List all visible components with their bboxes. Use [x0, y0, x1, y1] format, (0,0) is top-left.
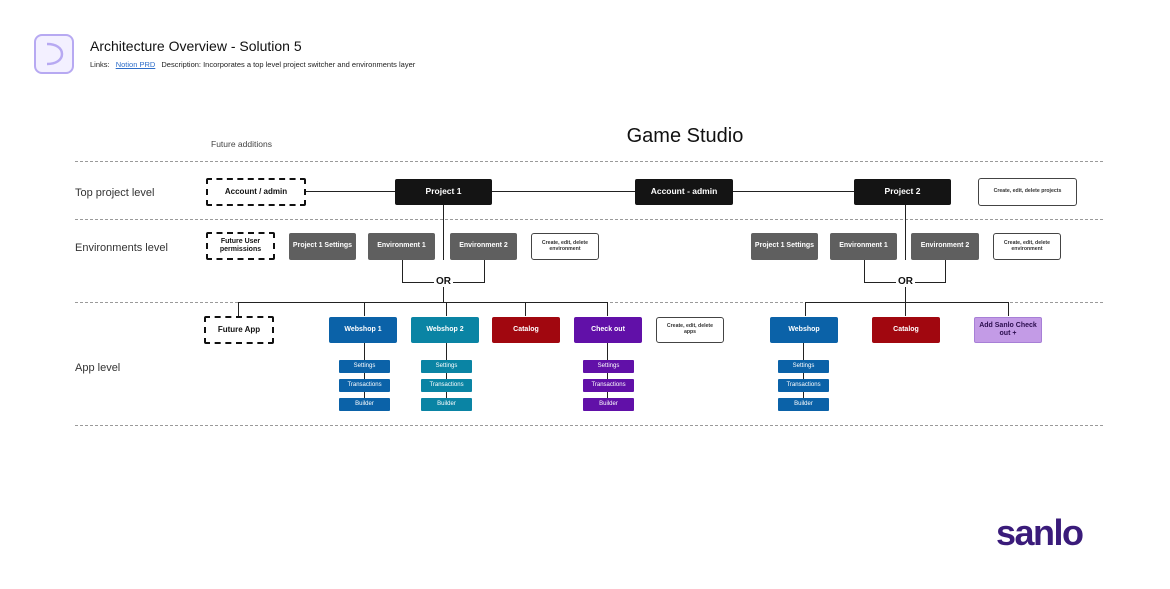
connector-line	[443, 282, 444, 302]
level-label-top: Top project level	[75, 187, 155, 199]
project1-settings-node[interactable]: Project 1 Settings	[289, 233, 356, 260]
webshop2-settings[interactable]: Settings	[421, 360, 472, 373]
connector-line	[446, 343, 447, 403]
project2-catalog-node[interactable]: Catalog	[872, 317, 940, 343]
links-label: Links:	[90, 60, 110, 69]
webshop2-transactions[interactable]: Transactions	[421, 379, 472, 392]
add-sanlo-checkout-button[interactable]: Add Sanlo Check out +	[974, 317, 1042, 343]
connector-line	[905, 205, 906, 260]
checkout-builder[interactable]: Builder	[583, 398, 634, 411]
diagram-title: Game Studio	[626, 125, 744, 147]
project2-webshop-transactions[interactable]: Transactions	[778, 379, 829, 392]
connector-line	[484, 260, 485, 282]
connector-line	[238, 302, 239, 316]
or-label: OR	[434, 276, 453, 287]
account-admin-node[interactable]: Account - admin	[635, 179, 733, 205]
projects-note: Create, edit, delete projects	[978, 178, 1077, 206]
connector-line	[805, 302, 806, 316]
connector-line	[864, 260, 865, 282]
connector-line	[443, 205, 444, 260]
connector-line	[607, 302, 608, 316]
project2-settings-node[interactable]: Project 1 Settings	[751, 233, 818, 260]
connector-line	[446, 302, 447, 316]
webshop1-node[interactable]: Webshop 1	[329, 317, 397, 343]
environment-note: Create, edit, delete environment	[993, 233, 1061, 260]
connector-line	[607, 343, 608, 403]
checkout-settings[interactable]: Settings	[583, 360, 634, 373]
connector-line	[306, 191, 854, 192]
future-app-node[interactable]: Future App	[204, 316, 274, 344]
project2-node[interactable]: Project 2	[854, 179, 951, 205]
project2-webshop-settings[interactable]: Settings	[778, 360, 829, 373]
level-label-app: App level	[75, 362, 121, 374]
project2-webshop-node[interactable]: Webshop	[770, 317, 838, 343]
app-logo-icon	[34, 34, 74, 74]
connector-line	[905, 302, 906, 316]
project2-environment1-node[interactable]: Environment 1	[830, 233, 897, 260]
webshop1-settings[interactable]: Settings	[339, 360, 390, 373]
page-meta: Links: Notion PRD Description: Incorpora…	[90, 60, 415, 69]
connector-line	[402, 260, 403, 282]
connector-line	[905, 282, 906, 302]
project2-webshop-builder[interactable]: Builder	[778, 398, 829, 411]
connector-line	[1008, 302, 1009, 316]
level-label-env: Environments level	[75, 242, 168, 254]
project1-node[interactable]: Project 1	[395, 179, 492, 205]
project1-environment2-node[interactable]: Environment 2	[450, 233, 517, 260]
connector-line	[805, 302, 1008, 303]
future-user-permissions-node[interactable]: Future User permissions	[206, 232, 275, 260]
apps-note: Create, edit, delete apps	[656, 317, 724, 343]
future-additions-label: Future additions	[211, 139, 272, 149]
account-admin-future-node[interactable]: Account / admin	[206, 178, 306, 206]
notion-prd-link[interactable]: Notion PRD	[115, 60, 156, 69]
page-title: Architecture Overview - Solution 5	[90, 38, 302, 54]
description-text: Description: Incorporates a top level pr…	[161, 60, 416, 69]
project1-environment1-node[interactable]: Environment 1	[368, 233, 435, 260]
separator-line	[75, 425, 1103, 426]
separator-line	[75, 219, 1103, 220]
connector-line	[364, 343, 365, 403]
webshop2-node[interactable]: Webshop 2	[411, 317, 479, 343]
webshop1-transactions[interactable]: Transactions	[339, 379, 390, 392]
environment-note: Create, edit, delete environment	[531, 233, 599, 260]
webshop2-builder[interactable]: Builder	[421, 398, 472, 411]
connector-line	[803, 343, 804, 403]
checkout-node[interactable]: Check out	[574, 317, 642, 343]
connector-line	[238, 302, 607, 303]
catalog-node[interactable]: Catalog	[492, 317, 560, 343]
connector-line	[525, 302, 526, 316]
connector-line	[364, 302, 365, 316]
or-label: OR	[896, 276, 915, 287]
checkout-transactions[interactable]: Transactions	[583, 379, 634, 392]
connector-line	[945, 260, 946, 282]
webshop1-builder[interactable]: Builder	[339, 398, 390, 411]
separator-line	[75, 161, 1103, 162]
sanlo-brand-logo: sanlo	[996, 512, 1084, 553]
project2-environment2-node[interactable]: Environment 2	[911, 233, 979, 260]
